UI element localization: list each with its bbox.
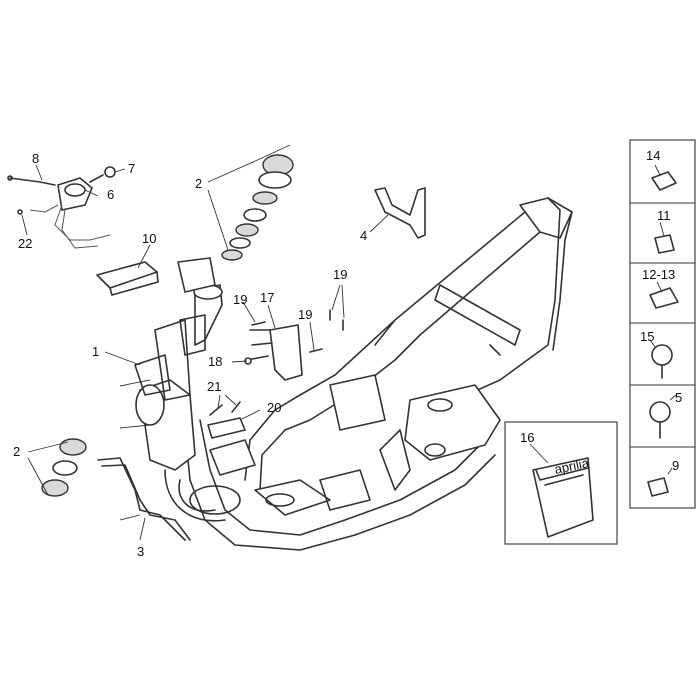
part-steering-tube [177, 257, 223, 356]
part-bolts-21 [209, 401, 241, 416]
leader-lines [21, 144, 389, 541]
callout-22: 22 [18, 236, 32, 251]
callout-4: 4 [360, 228, 367, 243]
part-lower-bracket [97, 457, 191, 541]
part-16-box: aprilia [504, 421, 618, 545]
part-wire-22 [17, 209, 23, 215]
callout-1: 1 [92, 344, 99, 359]
part-plate-17 [249, 324, 303, 381]
part-ignition-switch [29, 177, 111, 249]
part-screws-19 [251, 309, 344, 353]
main-frame [134, 197, 573, 551]
callout-18: 18 [208, 354, 222, 369]
callout-10: 10 [142, 231, 156, 246]
part-bolt-18 [244, 355, 269, 365]
side-label-11: 11 [657, 208, 671, 223]
callout-2-upper: 2 [195, 176, 202, 191]
part-screw-8 [7, 175, 56, 186]
bag-brand-label: aprilia [553, 455, 591, 477]
callout-19-mid: 19 [298, 307, 312, 322]
callout-21: 21 [207, 379, 221, 394]
callout-6: 6 [107, 187, 114, 202]
callout-3: 3 [137, 544, 144, 559]
part-bracket-10 [96, 261, 159, 296]
side-label-5: 5 [675, 390, 682, 405]
callout-2-lower: 2 [13, 444, 20, 459]
side-label-12-13: 12-13 [642, 267, 675, 282]
callout-20: 20 [267, 400, 281, 415]
callout-19-left: 19 [233, 292, 247, 307]
callout-17: 17 [260, 290, 274, 305]
side-panel [629, 139, 696, 509]
side-label-14: 14 [646, 148, 660, 163]
callout-19-right: 19 [333, 267, 347, 282]
part-bearing-races-lower [41, 438, 87, 497]
part-bearing-stack-upper [221, 154, 294, 261]
part-ignition-key [89, 166, 116, 183]
part-bracket-4 [374, 187, 426, 239]
part-clamp-20 [207, 417, 246, 439]
side-label-15: 15 [640, 329, 654, 344]
callout-16: 16 [520, 430, 534, 445]
side-label-9: 9 [672, 458, 679, 473]
callout-8: 8 [32, 151, 39, 166]
callout-7: 7 [128, 161, 135, 176]
callout-labels: 1 2 2 3 4 6 7 8 10 16 17 18 19 19 19 20 … [13, 148, 682, 559]
